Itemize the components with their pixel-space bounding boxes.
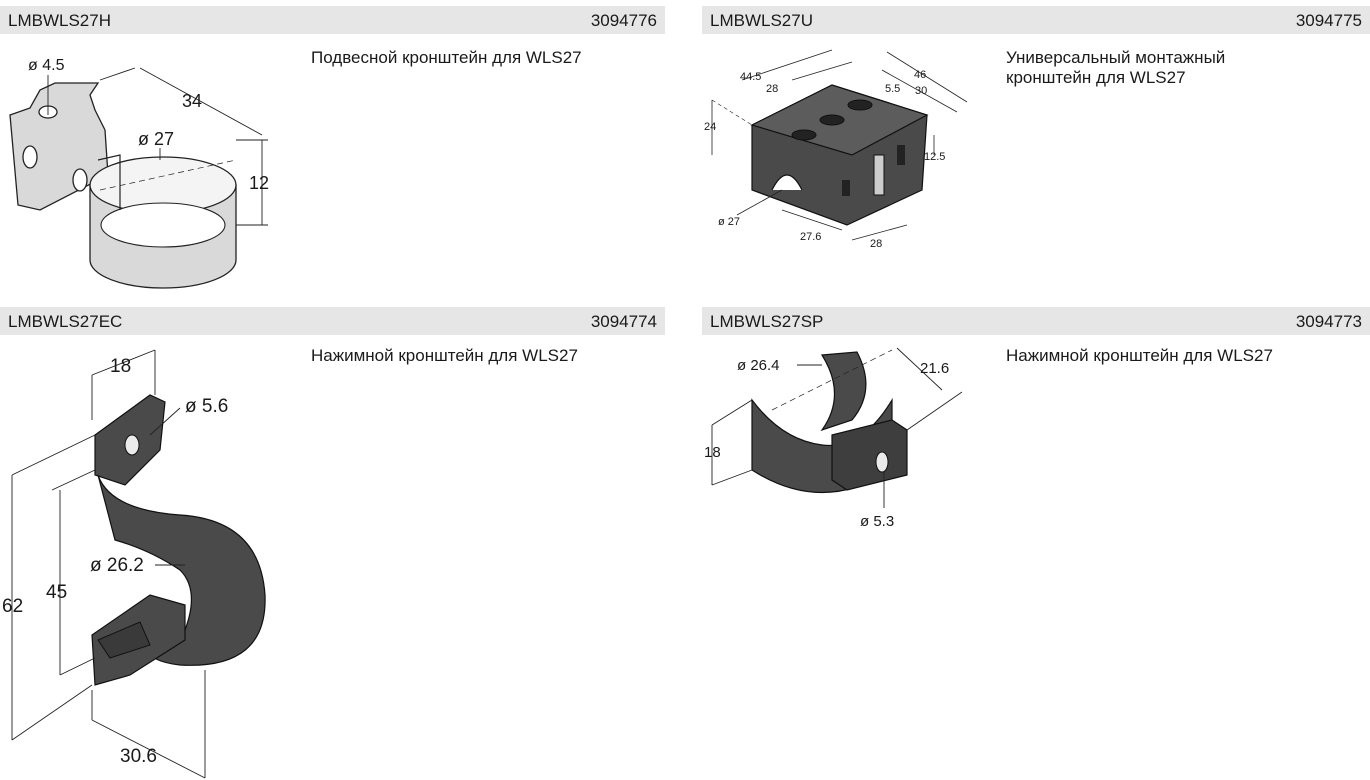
- dim-h2: 12.5: [924, 151, 945, 163]
- product-description: Подвесной кронштейн для WLS27: [311, 48, 582, 67]
- product-description: Нажимной кронштейн для WLS27: [1006, 346, 1273, 365]
- dim-b2: 28: [870, 238, 882, 250]
- dim-width: 21.6: [920, 360, 949, 377]
- order-code: 3094775: [1295, 11, 1362, 30]
- dim-hole: ø 5.6: [185, 396, 228, 417]
- dim-b1: 27.6: [800, 231, 821, 243]
- dim-w2: 28: [766, 83, 778, 95]
- header-bar-lmbwls27ec: LMBWLS27EC 3094774: [0, 307, 665, 335]
- dim-d3: 30: [915, 85, 927, 97]
- product-description: Нажимной кронштейн для WLS27: [311, 346, 578, 365]
- model-name: LMBWLS27EC: [8, 312, 123, 331]
- description-line: Универсальный монтажный: [1006, 48, 1226, 67]
- dim-height: 18: [704, 444, 721, 461]
- dim-hole: ø 4.5: [28, 57, 65, 74]
- model-name: LMBWLS27U: [710, 11, 813, 30]
- dim-d1: 46: [914, 69, 926, 81]
- model-name: LMBWLS27H: [8, 11, 111, 30]
- dim-ring: ø 26.2: [90, 555, 144, 576]
- dim-inner: 45: [46, 582, 67, 603]
- header-bar-lmbwls27h: LMBWLS27H 3094776: [0, 6, 665, 34]
- universal-bracket-drawing: 44.5 28 46 5.5 30 24 12.5 ø 27 27.6 28: [704, 49, 968, 250]
- dim-ring: ø 27: [138, 129, 174, 149]
- header-bar-lmbwls27sp: LMBWLS27SP 3094773: [702, 307, 1370, 335]
- dim-ring: ø 27: [718, 216, 740, 228]
- dim-total: 62: [2, 596, 23, 617]
- model-name: LMBWLS27SP: [710, 312, 824, 331]
- product-description: Универсальный монтажный кронштейн для WL…: [1006, 48, 1225, 88]
- dim-ring: ø 26.4: [737, 357, 780, 374]
- dim-top: 18: [110, 356, 131, 377]
- dim-d2: 5.5: [885, 83, 900, 95]
- dim-h1: 24: [704, 121, 716, 133]
- press-bracket-ec-drawing: 18 ø 5.6 ø 26.2 45 62 30.6: [2, 349, 266, 779]
- press-bracket-sp-drawing: ø 26.4 21.6 18 ø 5.3: [704, 347, 963, 530]
- dim-length: 34: [182, 91, 202, 111]
- description-line: кронштейн для WLS27: [1006, 68, 1186, 87]
- header-bar-lmbwls27u: LMBWLS27U 3094775: [702, 6, 1370, 34]
- dim-depth: 30.6: [120, 746, 157, 767]
- order-code: 3094773: [1295, 312, 1362, 331]
- dim-height: 12: [249, 173, 269, 193]
- hanging-bracket-drawing: ø 4.5 34 ø 27 12: [9, 57, 269, 289]
- dim-hole: ø 5.3: [860, 513, 894, 530]
- order-code: 3094776: [590, 11, 657, 30]
- dim-w1: 44.5: [740, 71, 761, 83]
- order-code: 3094774: [590, 312, 657, 331]
